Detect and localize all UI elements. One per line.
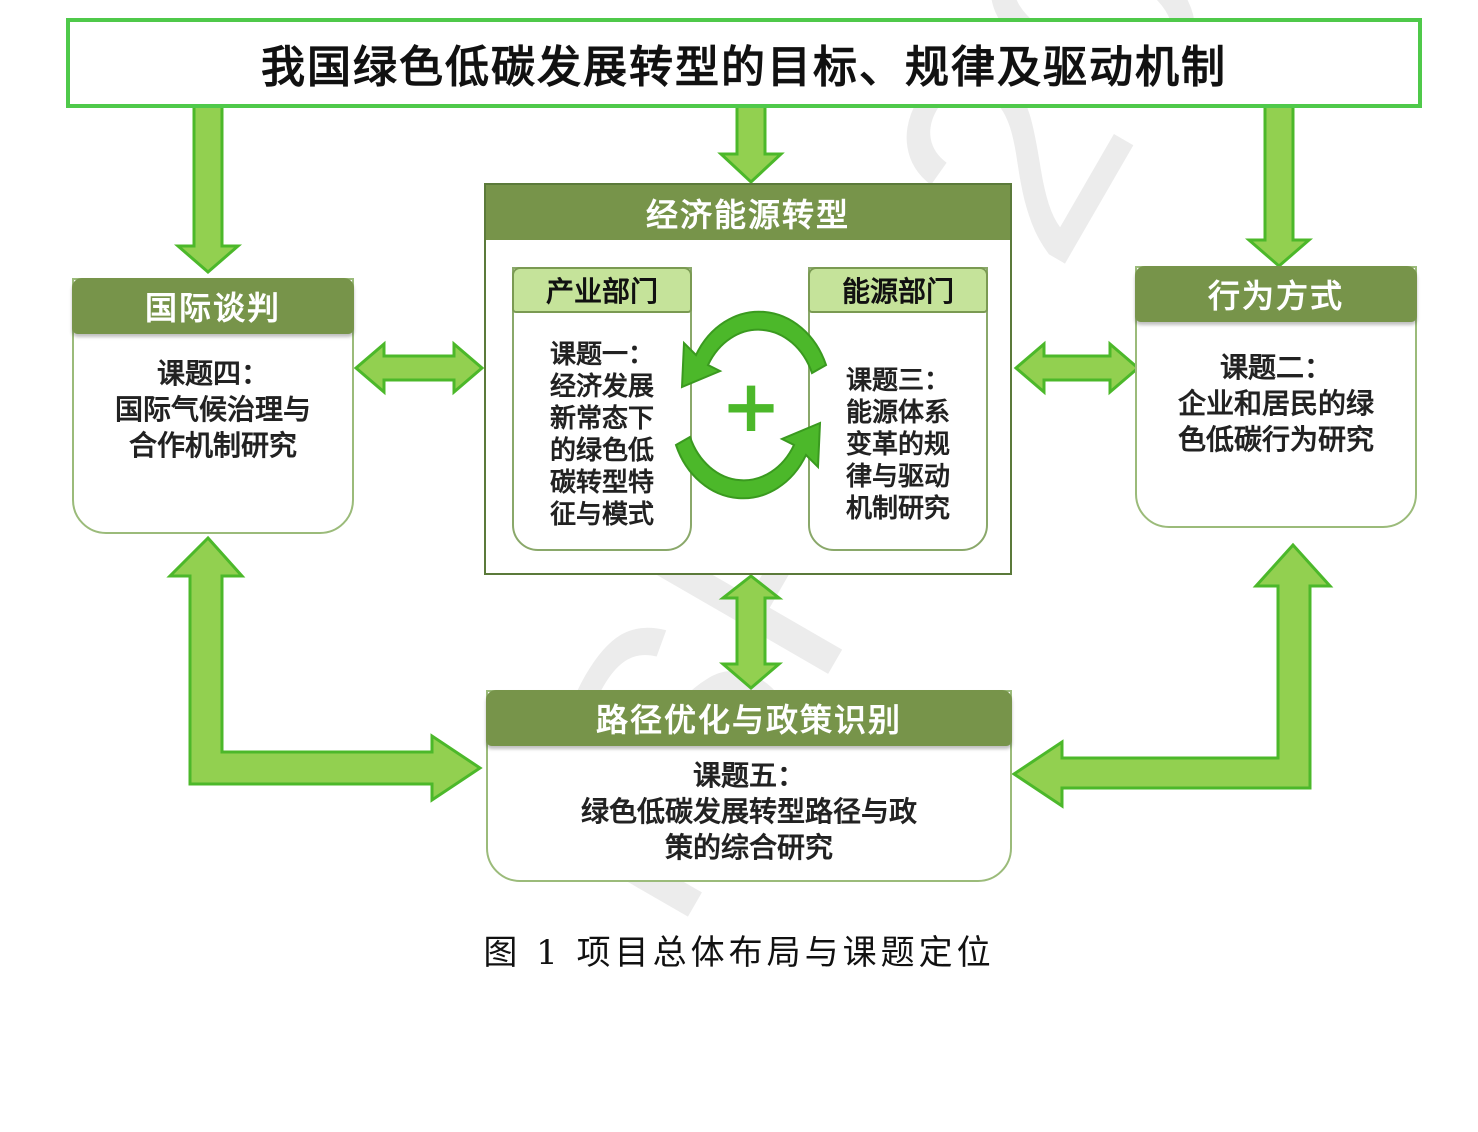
behavior-card: 行为方式 课题二： 企业和居民的绿 色低碳行为研究 [1135,266,1417,528]
topic-line: 律与驱动 [845,462,950,492]
topic-line: 色低碳行为研究 [1177,423,1374,456]
economy-energy-transition-box: 经济能源转型 产业部门 课题一： 经济发展 新常态下 的绿色低 碳转型特 征与模… [484,183,1012,575]
topic-line: 经济发展 [549,372,654,402]
arrow-behavior-bottom [1011,542,1334,809]
arrow-center-behavior [1013,340,1141,396]
diagram-title: 我国绿色低碳发展转型的目标、规律及驱动机制 [66,18,1422,108]
topic-line: 策的综合研究 [664,831,833,864]
topic-four-text: 课题四： 国际气候治理与 合作机制研究 [74,356,352,464]
arrow-center-bottom [718,574,784,690]
international-negotiation-header: 国际谈判 [72,278,354,334]
topic-line: 新常态下 [549,404,654,434]
topic-line: 征与模式 [549,500,654,530]
topic-line: 课题五： [692,759,805,792]
topic-line: 企业和居民的绿 [1177,387,1374,420]
topic-line: 课题二： [1219,351,1332,384]
topic-five-text: 课题五： 绿色低碳发展转型路径与政 策的综合研究 [488,758,1010,866]
topic-two-text: 课题二： 企业和居民的绿 色低碳行为研究 [1137,350,1415,458]
topic-line: 能源体系 [845,398,950,428]
path-policy-card: 路径优化与政策识别 课题五： 绿色低碳发展转型路径与政 策的综合研究 [486,690,1012,882]
international-negotiation-card: 国际谈判 课题四： 国际气候治理与 合作机制研究 [72,278,354,534]
topic-line: 绿色低碳发展转型路径与政 [580,795,917,828]
plus-icon: + [720,364,782,448]
behavior-header: 行为方式 [1135,266,1417,322]
topic-line: 变革的规 [845,430,950,460]
topic-line: 课题三： [845,366,950,396]
arrow-title-to-behavior [1244,102,1314,268]
topic-line: 课题四： [156,357,269,390]
path-policy-header: 路径优化与政策识别 [486,690,1012,746]
topic-line: 国际气候治理与 [114,393,311,426]
topic-line: 合作机制研究 [128,429,297,462]
cycle-arrows-icon [674,310,828,500]
connector-arrows [166,102,1334,809]
industry-sector-header: 产业部门 [512,267,692,313]
arrow-title-to-center [717,102,785,185]
topic-line: 机制研究 [845,494,950,524]
industry-sector-card: 产业部门 课题一： 经济发展 新常态下 的绿色低 碳转型特 征与模式 [512,267,692,551]
economy-energy-transition-header: 经济能源转型 [486,185,1010,240]
arrow-international-center [353,340,485,396]
arrow-title-to-international [173,102,243,274]
topic-line: 课题一： [549,340,654,370]
topic-one-text: 课题一： 经济发展 新常态下 的绿色低 碳转型特 征与模式 [514,339,690,531]
topic-line: 的绿色低 [549,436,654,466]
energy-sector-card: 能源部门 课题三： 能源体系 变革的规 律与驱动 机制研究 [808,267,988,551]
topic-line: 碳转型特 [549,468,654,498]
energy-sector-header: 能源部门 [808,267,988,313]
arrow-international-bottom [166,535,483,803]
topic-three-text: 课题三： 能源体系 变革的规 律与驱动 机制研究 [810,365,986,525]
figure-caption: 图 1 项目总体布局与课题定位 [483,933,995,973]
